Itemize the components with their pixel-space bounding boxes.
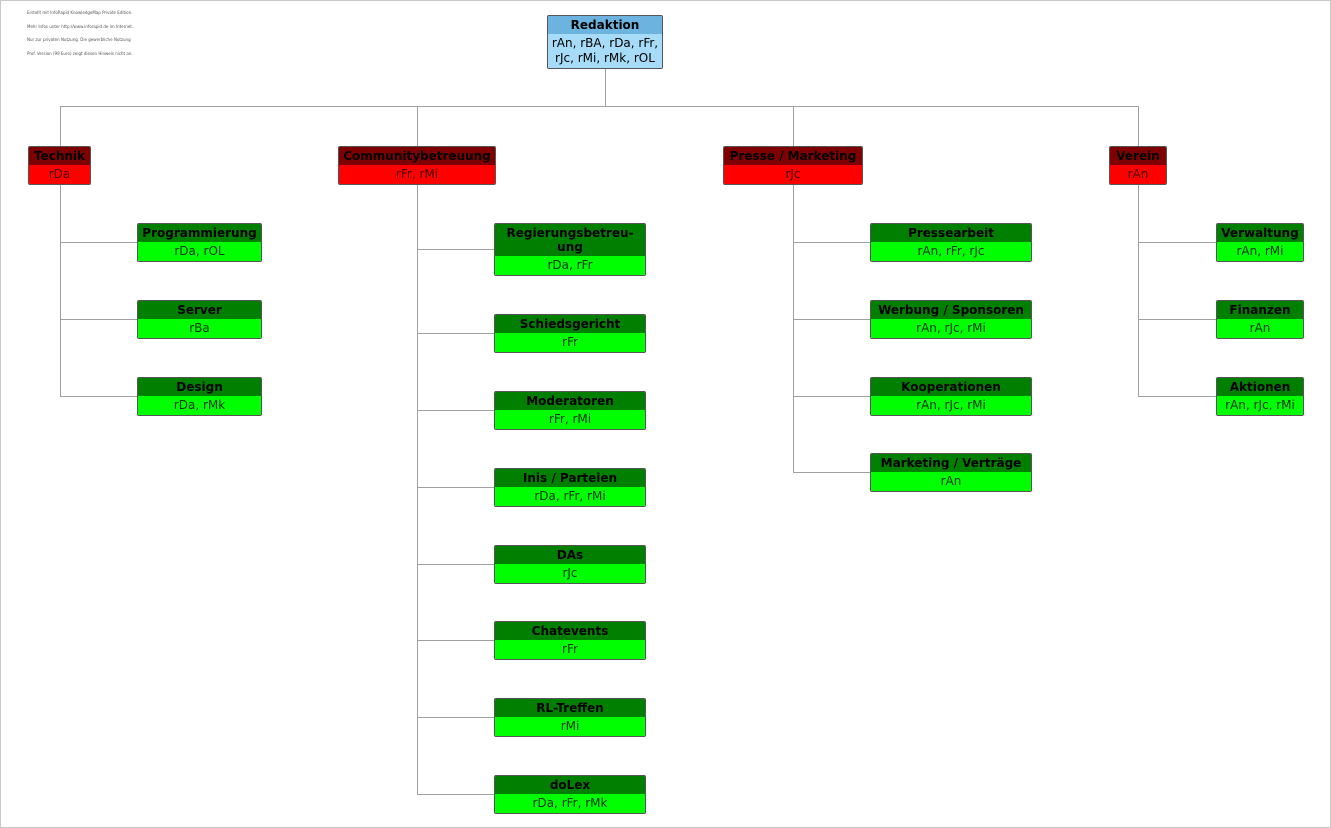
node-title: Verein	[1110, 147, 1166, 165]
node-members: rAn	[1110, 165, 1166, 184]
connector-line	[417, 333, 494, 334]
node-title: Presse / Marketing	[724, 147, 862, 165]
node-title: doLex	[495, 776, 645, 794]
node-title: Aktionen	[1217, 378, 1303, 396]
node-members: rDa, rFr	[495, 256, 645, 275]
connector-line	[417, 249, 494, 250]
node-members: rFr	[495, 333, 645, 352]
connector-line	[60, 319, 137, 320]
node-members: rDa, rFr, rMk	[495, 794, 645, 813]
connector-line	[793, 106, 794, 146]
node-members: rAn, rJc, rMi	[1217, 396, 1303, 415]
connector-line	[60, 184, 61, 396]
connector-line	[417, 487, 494, 488]
node-title: Verwaltung	[1217, 224, 1303, 242]
node-members: rAn, rBA, rDa, rFr, rJc, rMi, rMk, rOL	[548, 34, 662, 68]
connector-line	[1138, 319, 1216, 320]
node-members: rDa, rFr, rMi	[495, 487, 645, 506]
node-members: rAn, rJc, rMi	[871, 396, 1031, 415]
node-members: rAn	[871, 472, 1031, 491]
node-title: Chatevents	[495, 622, 645, 640]
connector-line	[60, 106, 1139, 107]
node-members: rDa	[29, 165, 90, 184]
connector-line	[60, 396, 137, 397]
node-title: Regierungsbetreu-ung	[495, 224, 645, 256]
connector-line	[793, 319, 870, 320]
node-title: Moderatoren	[495, 392, 645, 410]
node-title: Programmierung	[138, 224, 261, 242]
node-members: rJc	[724, 165, 862, 184]
node-title: Design	[138, 378, 261, 396]
node-title: DAs	[495, 546, 645, 564]
node-title: Schiedsgericht	[495, 315, 645, 333]
connector-line	[1138, 396, 1216, 397]
node-members: rDa, rMk	[138, 396, 261, 415]
node-title: Marketing / Verträge	[871, 454, 1031, 472]
connector-line	[1138, 106, 1139, 146]
node-members: rAn	[1217, 319, 1303, 338]
connector-line	[417, 717, 494, 718]
watermark-note: Erstellt mit InfoRapid KnowledgeMap Priv…	[27, 10, 134, 56]
node-title: Redaktion	[548, 16, 662, 34]
node-members: rAn, rMi	[1217, 242, 1303, 261]
node-title: Technik	[29, 147, 90, 165]
node-members: rFr, rMi	[339, 165, 495, 184]
connector-line	[1138, 184, 1139, 396]
connector-line	[417, 640, 494, 641]
connector-line	[793, 396, 870, 397]
connector-line	[1138, 242, 1216, 243]
connector-line	[417, 106, 418, 146]
node-members: rBa	[138, 319, 261, 338]
node-members: rAn, rJc, rMi	[871, 319, 1031, 338]
node-title: Inis / Parteien	[495, 469, 645, 487]
node-members: rFr	[495, 640, 645, 659]
node-members: rAn, rFr, rJc	[871, 242, 1031, 261]
connector-line	[60, 106, 61, 146]
connector-line	[793, 472, 870, 473]
node-members: rDa, rOL	[138, 242, 261, 261]
connector-line	[417, 410, 494, 411]
connector-line	[605, 68, 606, 106]
node-title: Pressearbeit	[871, 224, 1031, 242]
node-members: rFr, rMi	[495, 410, 645, 429]
connector-line	[417, 794, 494, 795]
connector-line	[60, 242, 137, 243]
node-title: Finanzen	[1217, 301, 1303, 319]
node-members: rJc	[495, 564, 645, 583]
connector-line	[793, 184, 794, 472]
connector-line	[417, 184, 418, 794]
node-title: Communitybetreuung	[339, 147, 495, 165]
node-title: RL-Treffen	[495, 699, 645, 717]
node-title: Server	[138, 301, 261, 319]
node-title: Kooperationen	[871, 378, 1031, 396]
node-title: Werbung / Sponsoren	[871, 301, 1031, 319]
connector-line	[417, 564, 494, 565]
connector-line	[793, 242, 870, 243]
node-members: rMi	[495, 717, 645, 736]
